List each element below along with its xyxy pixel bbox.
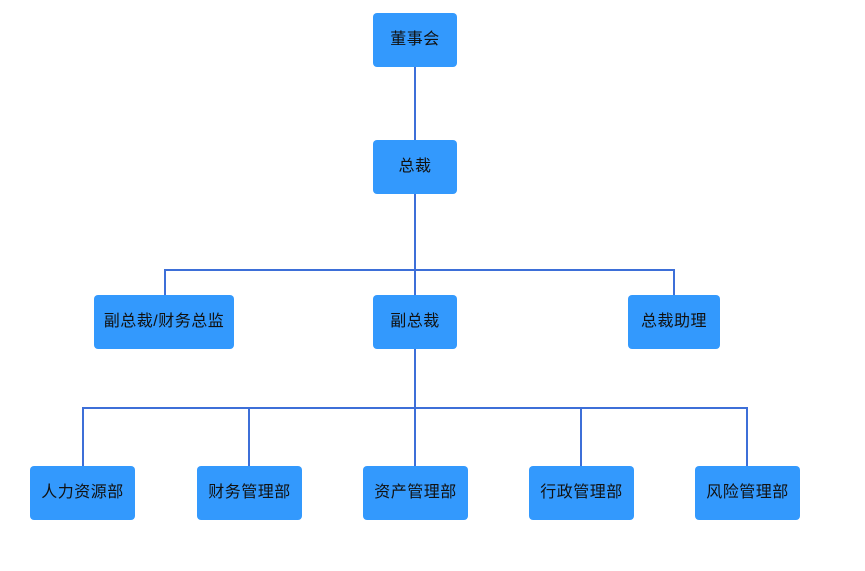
org-node-admin-label: 行政管理部 [540, 484, 623, 502]
org-node-admin[interactable]: 行政管理部 [529, 466, 634, 520]
connector-vp-down [414, 349, 416, 408]
connector-drop-to-assistant [673, 269, 675, 295]
org-node-assistant-label: 总裁助理 [640, 313, 707, 331]
connector-drop-to-admin [580, 407, 582, 466]
connector-drop-to-vp [414, 269, 416, 295]
connector-drop-to-finance [248, 407, 250, 466]
connector-drop-to-asset [414, 407, 416, 466]
org-node-hr[interactable]: 人力资源部 [30, 466, 135, 520]
org-node-finance[interactable]: 财务管理部 [197, 466, 302, 520]
connector-drop-to-hr [82, 407, 84, 466]
org-node-vp-label: 副总裁 [390, 313, 440, 331]
org-node-president-label: 总裁 [398, 158, 432, 176]
org-node-risk-label: 风险管理部 [706, 484, 789, 502]
org-node-asset-label: 资产管理部 [374, 484, 457, 502]
org-node-asset[interactable]: 资产管理部 [363, 466, 468, 520]
connector-drop-to-risk [746, 407, 748, 466]
connector-level3-horizontal-bus [164, 269, 675, 271]
org-node-vp-cfo[interactable]: 副总裁/财务总监 [94, 295, 234, 349]
org-node-board[interactable]: 董事会 [373, 13, 457, 67]
org-node-vp-cfo-label: 副总裁/财务总监 [103, 313, 225, 331]
connector-board-to-president [414, 67, 416, 140]
org-node-risk[interactable]: 风险管理部 [695, 466, 800, 520]
org-node-vp[interactable]: 副总裁 [373, 295, 457, 349]
connector-president-down [414, 194, 416, 270]
connector-drop-to-vp-cfo [164, 269, 166, 295]
org-node-hr-label: 人力资源部 [41, 484, 124, 502]
org-node-board-label: 董事会 [390, 31, 440, 49]
org-node-president[interactable]: 总裁 [373, 140, 457, 194]
org-node-assistant[interactable]: 总裁助理 [628, 295, 720, 349]
org-node-finance-label: 财务管理部 [208, 484, 291, 502]
